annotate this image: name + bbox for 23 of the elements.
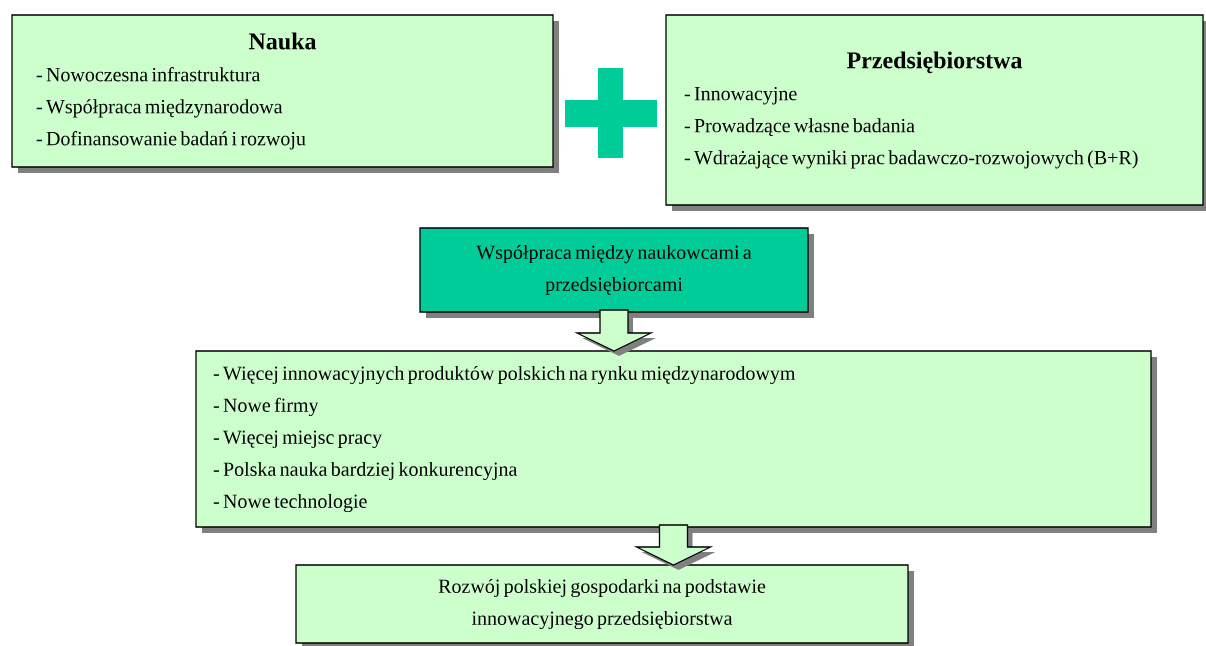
list-item: - Nowe technologie	[213, 493, 367, 513]
list-item: - Innowacyjne	[684, 86, 797, 105]
list-item: - Więcej innowacyjnych produktów polskich na rynku międzynarodowym	[213, 365, 796, 385]
list-item: - Dofinansowanie badań i rozwoju	[36, 131, 306, 150]
box-heading: Przedsiębiorstwa	[846, 51, 1023, 74]
list-item: - Nowe firmy	[213, 397, 319, 417]
list-item: - Współpraca międzynarodowa	[36, 99, 283, 118]
block-arrow	[574, 309, 656, 356]
list-item: - Więcej miejsc pracy	[213, 430, 383, 449]
box-heading: Nauka	[248, 32, 317, 50]
text-box	[665, 14, 1206, 211]
list-item: - Polska nauka bardziej konkurencyjna	[213, 461, 518, 481]
list-item: - Prowadzące własne badania	[684, 118, 915, 137]
box-text: Współpraca między naukowcami a przedsiębiorcami	[476, 244, 752, 296]
text-box	[11, 14, 559, 173]
plus-sign	[565, 68, 657, 158]
list-item: - Wdrażające wyniki prac badawczo-rozwojowych (B+R)	[684, 150, 1138, 169]
text-box	[295, 564, 914, 646]
text-box	[195, 350, 1157, 533]
list-item: - Nowoczesna infrastruktura	[36, 67, 261, 82]
text-box	[419, 227, 814, 318]
block-arrow	[633, 524, 716, 570]
box-text: Rozwój polskiej gospodarki na podstawie innowacyjnego przedsiębiorstwa	[438, 578, 766, 630]
